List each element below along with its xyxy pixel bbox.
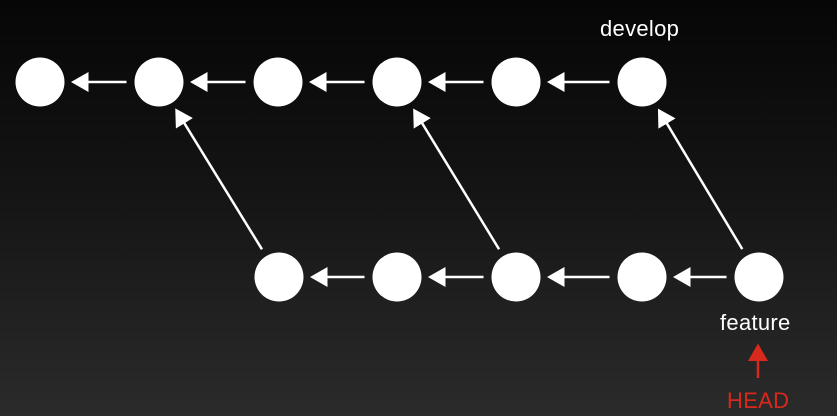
develop-commit-2 <box>134 57 184 107</box>
edges <box>71 72 744 287</box>
feature-commit-5 <box>734 252 784 302</box>
develop-commit-4 <box>372 57 422 107</box>
merge-arrow-1 <box>175 108 264 250</box>
feature-commit-4 <box>617 252 667 302</box>
feature-branch-label: feature <box>720 310 791 335</box>
commits <box>15 57 784 302</box>
develop-branch-label: develop <box>600 16 680 41</box>
develop-commit-5 <box>491 57 541 107</box>
head-label: HEAD <box>727 388 790 413</box>
merge-arrow-3 <box>657 108 744 250</box>
feature-commit-1 <box>254 252 304 302</box>
merge-arrow-2 <box>413 108 501 250</box>
develop-commit-3 <box>253 57 303 107</box>
feature-commit-3 <box>491 252 541 302</box>
feature-commit-2 <box>372 252 422 302</box>
develop-commit-6 <box>617 57 667 107</box>
develop-commit-1 <box>15 57 65 107</box>
